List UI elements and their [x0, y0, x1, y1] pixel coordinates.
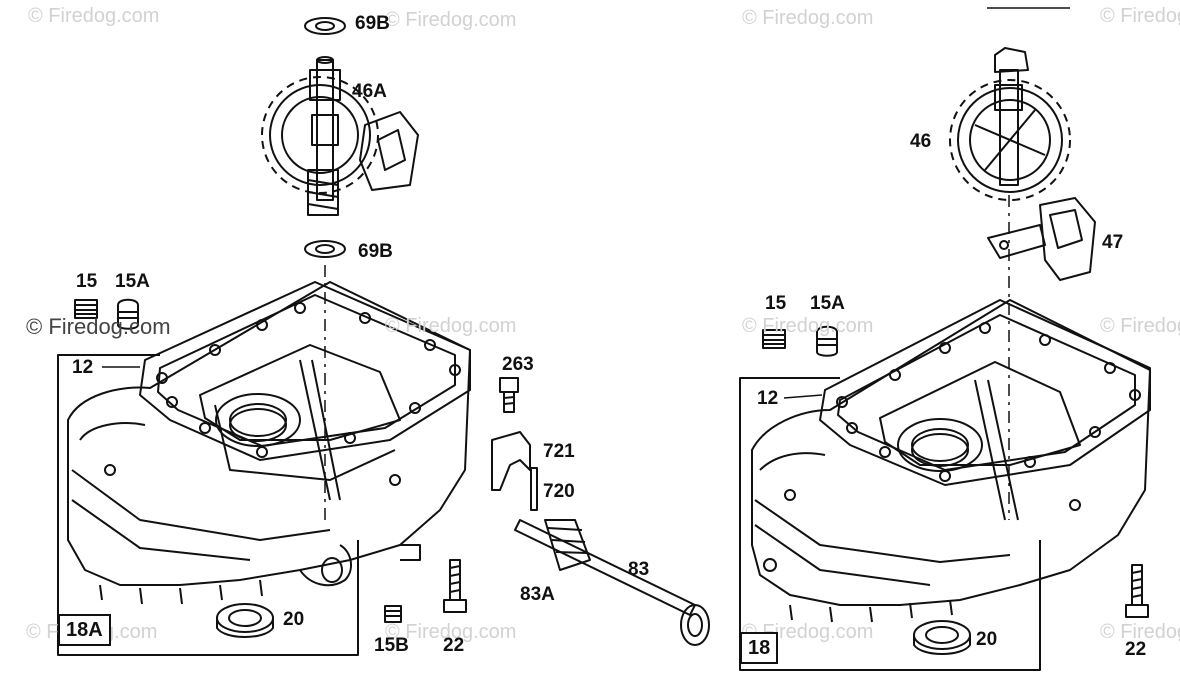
watermark: © Firedog.com: [385, 9, 517, 31]
callout-69b-top: 69B: [355, 13, 390, 34]
watermark: © Firedog.com: [742, 315, 874, 337]
right-governor: [987, 197, 1096, 281]
watermark: © Firedog.com: [1100, 315, 1180, 337]
callout-15a: 15A: [810, 293, 845, 314]
callout-22: 22: [1125, 639, 1147, 660]
left-shaft-83: [514, 519, 710, 646]
left-bolt-263: [499, 377, 519, 413]
left-bolt-22: [443, 559, 467, 613]
callout-69b-mid: 69B: [358, 241, 393, 262]
callout-20: 20: [283, 609, 305, 630]
callout-46: 46: [910, 131, 932, 152]
left-bracket-721: [491, 431, 531, 491]
callout-15a: 15A: [115, 271, 150, 292]
callout-83a: 83A: [520, 584, 555, 605]
callout-721: 721: [543, 441, 575, 462]
callout-83: 83: [628, 559, 650, 580]
callout-46a: 46A: [352, 81, 387, 102]
left-camshaft: [261, 17, 419, 258]
callout-47: 47: [1102, 232, 1124, 253]
kit-label-18a: 18A: [58, 614, 111, 646]
right-kit-border: [739, 377, 1041, 671]
right-camshaft: [949, 47, 1071, 201]
callout-12: 12: [757, 388, 779, 409]
callout-20: 20: [976, 629, 998, 650]
left-seal: [216, 603, 274, 638]
left-sump-body: [67, 281, 471, 605]
right-bolt-22: [1125, 564, 1149, 618]
watermark: © Firedog.com: [26, 314, 171, 339]
right-plugs: [762, 325, 838, 357]
left-plug-15b: [384, 605, 402, 623]
callout-15: 15: [765, 293, 787, 314]
watermark: © Firedog.com: [742, 7, 874, 29]
callout-22: 22: [443, 635, 465, 656]
kit-label-18: 18: [740, 632, 779, 664]
callout-15b: 15B: [374, 635, 409, 656]
callout-12: 12: [72, 357, 94, 378]
right-sump-body: [751, 299, 1151, 623]
right-seal: [913, 620, 971, 655]
watermark: © Firedog.com: [28, 5, 160, 27]
watermark: © Firedog.com: [385, 315, 517, 337]
callout-720: 720: [543, 481, 575, 502]
watermark: © Firedog.com: [1100, 621, 1180, 643]
watermark: © Firedog.com: [385, 621, 517, 643]
left-pin-720: [530, 467, 538, 511]
callout-15: 15: [76, 271, 98, 292]
watermark: © Firedog.com: [1100, 5, 1180, 27]
left-plugs: [74, 298, 139, 330]
left-kit-border: [57, 354, 359, 656]
callout-263: 263: [502, 354, 534, 375]
